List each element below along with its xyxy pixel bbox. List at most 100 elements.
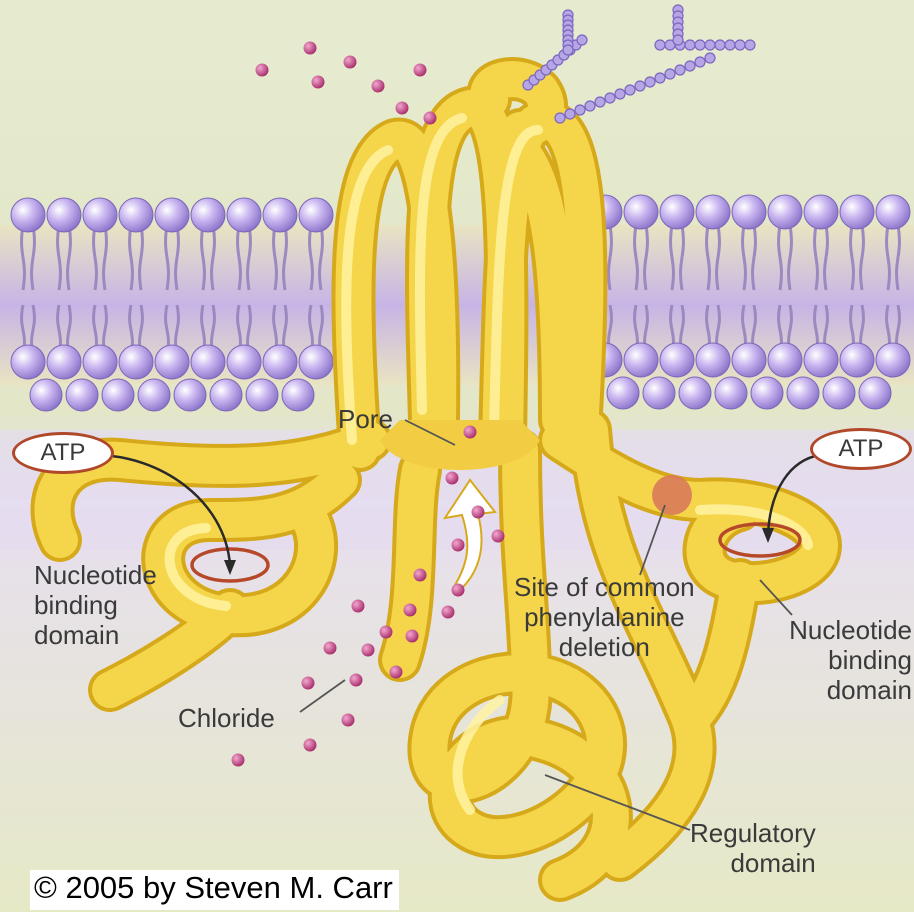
lipid-head — [804, 195, 838, 229]
atp-right-badge: ATP — [810, 428, 912, 470]
lipid-head — [299, 345, 333, 379]
sugar-bead — [565, 109, 575, 119]
chloride-ion — [390, 666, 403, 679]
sugar-bead — [695, 40, 705, 50]
lipid-head — [607, 377, 639, 409]
atp-left-badge: ATP — [12, 432, 114, 474]
chloride-ion — [324, 642, 337, 655]
sugar-bead — [585, 101, 595, 111]
chloride-ion — [404, 604, 417, 617]
lipid-head — [47, 198, 81, 232]
lipid-head — [840, 195, 874, 229]
chloride-ion — [452, 539, 465, 552]
chloride-ion — [442, 606, 455, 619]
sugar-bead — [715, 40, 725, 50]
lipid-head — [83, 345, 117, 379]
nbd-right-label: Nucleotide binding domain — [772, 615, 912, 705]
sugar-bead — [645, 77, 655, 87]
lipid-head — [299, 198, 333, 232]
chloride-ion — [464, 426, 477, 439]
sugar-bead — [605, 93, 615, 103]
lipid-head — [263, 345, 297, 379]
sugar-bead — [685, 61, 695, 71]
sugar-bead — [673, 35, 683, 45]
lipid-head — [119, 345, 153, 379]
sugar-bead — [655, 73, 665, 83]
sugar-bead — [595, 97, 605, 107]
deletion-site-marker — [652, 475, 692, 515]
lipid-head — [47, 345, 81, 379]
lipid-head — [876, 343, 910, 377]
chloride-ion — [406, 630, 419, 643]
lipid-head — [804, 343, 838, 377]
lipid-head — [119, 198, 153, 232]
chloride-ion — [452, 584, 465, 597]
chloride-ion — [424, 112, 437, 125]
lipid-head — [696, 195, 730, 229]
chloride-ion — [446, 472, 459, 485]
chloride-ion — [396, 102, 409, 115]
lipid-head — [227, 345, 261, 379]
chloride-ion — [304, 739, 317, 752]
lipid-head — [624, 343, 658, 377]
lipid-head — [823, 377, 855, 409]
lipid-head — [102, 379, 134, 411]
deletion-site-label: Site of common phenylalanine deletion — [514, 572, 695, 662]
lipid-head — [660, 343, 694, 377]
chloride-ion — [302, 677, 315, 690]
lipid-head — [66, 379, 98, 411]
chloride-ion — [256, 64, 269, 77]
lipid-head — [768, 343, 802, 377]
lipid-head — [263, 198, 297, 232]
chloride-ion — [342, 714, 355, 727]
lipid-head — [11, 345, 45, 379]
lipid-head — [840, 343, 874, 377]
sugar-bead — [695, 57, 705, 67]
chloride-ion — [380, 626, 393, 639]
nbd-left-label: Nucleotide binding domain — [34, 560, 157, 650]
lipid-head — [155, 345, 189, 379]
chloride-ion — [344, 56, 357, 69]
chloride-ion — [352, 600, 365, 613]
lipid-head — [138, 379, 170, 411]
regulatory-label: Regulatory domain — [690, 818, 816, 878]
sugar-bead — [625, 85, 635, 95]
sugar-bead — [735, 40, 745, 50]
sugar-bead — [555, 113, 565, 123]
lipid-head — [11, 198, 45, 232]
sugar-bead — [655, 40, 665, 50]
lipid-head — [191, 345, 225, 379]
chloride-label: Chloride — [178, 703, 275, 733]
lipid-head — [876, 195, 910, 229]
sugar-bead — [665, 69, 675, 79]
chloride-ion — [472, 506, 485, 519]
chloride-ion — [414, 64, 427, 77]
lipid-head — [859, 377, 891, 409]
lipid-head — [787, 377, 819, 409]
lipid-head — [715, 377, 747, 409]
lipid-head — [282, 379, 314, 411]
pore-label: Pore — [338, 404, 393, 434]
lipid-head — [643, 377, 675, 409]
sugar-bead — [575, 105, 585, 115]
sugar-bead — [635, 81, 645, 91]
chloride-ion — [312, 76, 325, 89]
lipid-head — [751, 377, 783, 409]
chloride-ion — [232, 754, 245, 767]
sugar-bead — [745, 40, 755, 50]
sugar-bead — [685, 40, 695, 50]
lipid-head — [660, 195, 694, 229]
lipid-head — [696, 343, 730, 377]
lipid-head — [191, 198, 225, 232]
lipid-head — [227, 198, 261, 232]
sugar-bead — [725, 40, 735, 50]
chloride-ion — [362, 644, 375, 657]
lipid-head — [732, 195, 766, 229]
lipid-head — [155, 198, 189, 232]
lipid-head — [679, 377, 711, 409]
chloride-ion — [372, 80, 385, 93]
sugar-bead — [563, 45, 573, 55]
lipid-head — [30, 379, 62, 411]
lipid-head — [174, 379, 206, 411]
